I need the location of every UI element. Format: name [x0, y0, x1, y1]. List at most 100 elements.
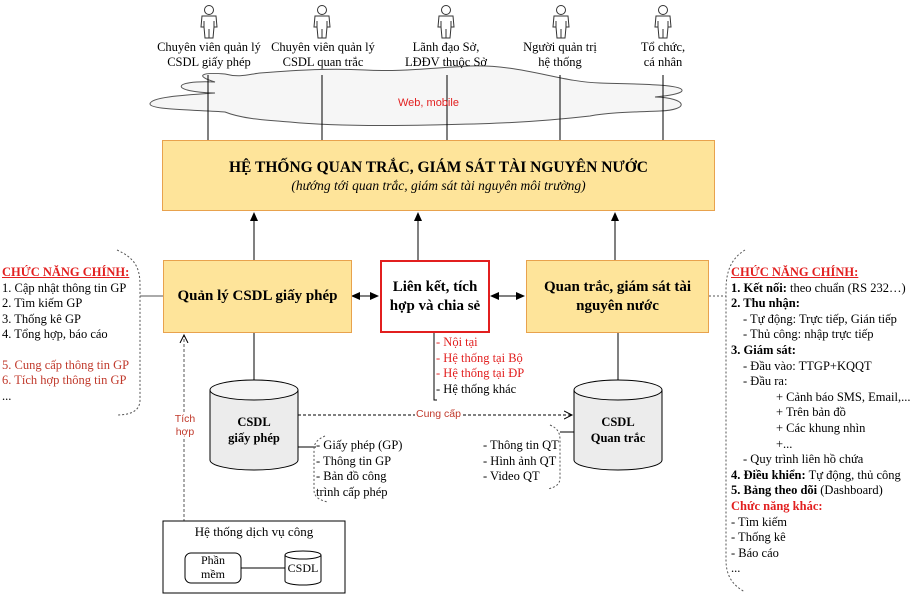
item-label: 4. Điều khiển: — [731, 467, 806, 482]
db-label-line: giấy phép — [228, 431, 280, 445]
module-to-system-arrows — [250, 212, 619, 260]
right-panel-item: - Thủ công: nhập trực tiếp — [743, 327, 874, 342]
db-monitoring-label: CSDL Quan trắc — [574, 414, 662, 446]
actor-administrator: Người quản trị hệ thống — [490, 40, 630, 70]
other-function-item: - Tìm kiếm — [731, 514, 788, 529]
other-functions-header: Chức năng khác: — [731, 498, 823, 513]
right-panel-item: - Đầu ra: — [743, 374, 788, 389]
public-db-label: CSDL — [287, 561, 319, 575]
person-icon — [552, 5, 570, 39]
right-panel-item: + Cảnh báo SMS, Email,... — [776, 389, 911, 404]
db-license-label: CSDL giấy phép — [210, 414, 298, 446]
item-text: theo chuẩn (RS 232…) — [786, 280, 906, 295]
left-panel-item: 5. Cung cấp thông tin GP — [2, 357, 130, 372]
right-panel-brace — [725, 249, 746, 593]
right-panel-item: + Các khung nhìn — [776, 420, 866, 435]
main-system-box: HỆ THỐNG QUAN TRẮC, GIÁM SÁT TÀI NGUYÊN … — [162, 140, 715, 211]
actor-label-line: hệ thống — [538, 55, 582, 69]
right-functions-panel: CHỨC NĂNG CHÍNH: 1. Kết nối: theo chuẩn … — [731, 265, 910, 577]
db-label-line: Quan trắc — [590, 431, 646, 445]
db-license-contents: - Giấy phép (GP) - Thông tin GP - Bản đồ… — [316, 438, 402, 500]
integration-targets-bracket — [433, 333, 437, 401]
cloud-shape — [149, 65, 683, 127]
db-content-item: - Video QT — [483, 469, 540, 483]
main-system-subtitle: (hướng tới quan trắc, giám sát tài nguyê… — [291, 177, 586, 193]
other-function-item: - Báo cáo — [731, 545, 779, 560]
left-panel-item: 3. Thống kê GP — [2, 311, 81, 326]
other-function-item: ... — [731, 561, 741, 576]
software-label: Phần mềm — [185, 553, 241, 581]
left-panel-item: 4. Tổng hợp, báo cáo — [2, 327, 108, 341]
actor-label-line: Lãnh đạo Sở, — [412, 40, 480, 54]
actor-monitoring-officer: Chuyên viên quản lý CSDL quan trắc — [253, 40, 393, 70]
integration-target: - Hệ thống tại ĐP — [436, 366, 525, 380]
item-label: 2. Thu nhận: — [731, 296, 800, 311]
other-function-item: - Thống kê — [731, 530, 786, 545]
monitoring-title-line: nguyên nước — [576, 297, 659, 314]
db-license-cylinder — [209, 379, 299, 471]
integrate-label-line: hợp — [175, 426, 195, 438]
db-content-item: trình cấp phép — [316, 484, 388, 499]
right-panel-item: 4. Điều khiển: Tự động, thủ công — [731, 468, 910, 484]
left-panel-item: 1. Cập nhật thông tin GP — [2, 280, 127, 295]
item-text: (Dashboard) — [817, 483, 883, 498]
software-label-line: Phần — [201, 553, 225, 567]
monitoring-title-line: Quan trắc, giám sát tài — [543, 278, 692, 295]
item-text: Tự động, thủ công — [805, 467, 901, 482]
actor-label-line: CSDL quan trắc — [282, 55, 364, 69]
left-panel-item: 6. Tích hợp thông tin GP — [2, 373, 127, 387]
item-label: 5. Bảng theo dõi — [731, 483, 818, 498]
right-panel-item: 1. Kết nối: theo chuẩn (RS 232…) — [731, 281, 910, 297]
integrate-label-line: Tích — [174, 413, 196, 425]
actor-organization: Tổ chức, cá nhân — [593, 40, 733, 70]
actor-label-line: Người quản trị — [523, 40, 597, 54]
person-icon — [654, 5, 672, 39]
db-label-line: CSDL — [237, 415, 271, 429]
integration-target: - Nội tại — [436, 335, 478, 349]
actor-label-line: Chuyên viên quản lý — [271, 40, 375, 54]
supply-label: Cung cấp — [415, 408, 462, 420]
integration-target: - Hệ thống khác — [436, 381, 517, 396]
db-content-item: - Bản đồ công — [316, 469, 387, 483]
integration-target: - Hệ thống tại Bộ — [436, 350, 523, 365]
actor-label-line: LĐĐV thuộc Sở — [404, 55, 488, 69]
left-panel-header: CHỨC NĂNG CHÍNH: — [2, 265, 130, 279]
right-panel-item: 3. Giám sát: — [731, 343, 910, 359]
integration-targets-list: - Nội tại - Hệ thống tại Bộ - Hệ thống t… — [436, 335, 524, 397]
integrate-label: Tích hợp — [174, 413, 196, 439]
main-system-title: HỆ THỐNG QUAN TRẮC, GIÁM SÁT TÀI NGUYÊN … — [229, 158, 648, 176]
right-panel-item: - Quy trình liên hồ chứa — [743, 452, 864, 467]
integration-title-line: Liên kết, tích — [392, 278, 478, 295]
monitoring-module: Quan trắc, giám sát tài nguyên nước — [526, 260, 709, 333]
actor-label-line: cá nhân — [643, 55, 683, 69]
actor-license-officer: Chuyên viên quản lý CSDL giấy phép — [139, 40, 279, 70]
license-management-module: Quản lý CSDL giấy phép — [163, 260, 352, 333]
left-panel-item: 2. Tìm kiếm GP — [2, 296, 83, 310]
db-content-item: - Thông tin GP — [316, 453, 392, 468]
item-label: 1. Kết nối: — [731, 280, 787, 295]
right-panel-item: 2. Thu nhận: — [731, 296, 910, 312]
software-label-line: mềm — [201, 567, 225, 581]
person-icon — [313, 5, 331, 39]
integration-module: Liên kết, tích hợp và chia sẻ — [380, 260, 490, 333]
right-panel-item: - Đầu vào: TTGP+KQQT — [743, 358, 872, 373]
actor-label-line: Chuyên viên quản lý — [157, 40, 261, 54]
actor-label-line: CSDL giấy phép — [167, 55, 251, 69]
person-icon — [437, 5, 455, 39]
right-panel-item: + Trên bản đồ — [776, 405, 846, 420]
left-functions-panel: CHỨC NĂNG CHÍNH: 1. Cập nhật thông tin G… — [2, 265, 129, 404]
right-panel-header: CHỨC NĂNG CHÍNH: — [731, 265, 859, 279]
actor-icons — [200, 5, 672, 39]
right-panel-item: 5. Bảng theo dõi (Dashboard) — [731, 483, 910, 499]
integration-title-line: hợp và chia sẻ — [389, 297, 481, 314]
license-module-title: Quản lý CSDL giấy phép — [177, 288, 338, 304]
right-panel-item: - Tự động: Trực tiếp, Gián tiếp — [743, 311, 897, 326]
actor-leadership: Lãnh đạo Sở, LĐĐV thuộc Sở — [376, 40, 516, 70]
item-label: 3. Giám sát: — [731, 342, 796, 357]
db-label-line: CSDL — [601, 415, 635, 429]
cloud-label: Web, mobile — [398, 97, 459, 109]
public-service-title: Hệ thống dịch vụ công — [194, 524, 314, 539]
db-content-item: - Hình ảnh QT — [483, 453, 557, 468]
db-monitoring-content-brace — [547, 424, 561, 490]
